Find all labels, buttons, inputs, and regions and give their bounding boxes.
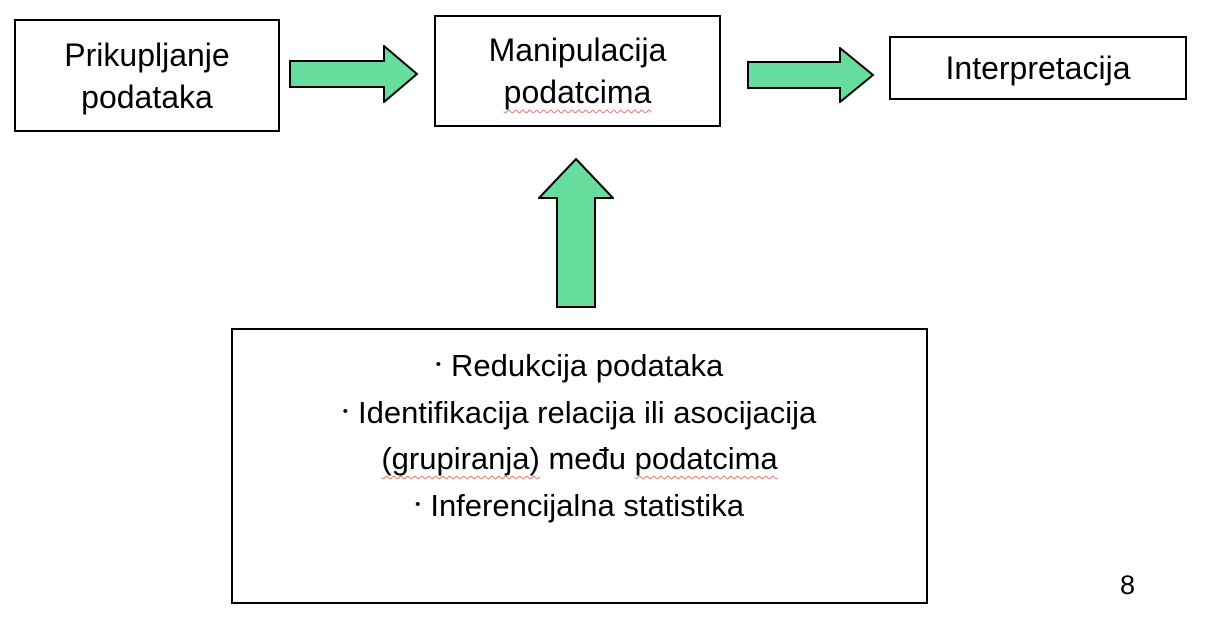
bullet-dot: •	[435, 356, 441, 373]
bullet-item: • Inferencijalna statistika	[415, 482, 744, 529]
arrow-up-icon	[538, 158, 614, 308]
flow-box-prikupljanje-podataka: Prikupljanje podataka	[14, 19, 280, 132]
box-label-line2: podataka	[81, 78, 213, 115]
arrow-right-icon	[747, 47, 875, 103]
misspelled-word: podatcima	[634, 441, 778, 476]
bullet-item-continuation: (grupiranja) među podatcima	[381, 436, 777, 482]
bullet-item: • Redukcija podataka	[436, 342, 724, 389]
page-number: 8	[1120, 570, 1136, 600]
flow-box-manipulacija-podatcima: Manipulacija podatcima	[434, 15, 721, 127]
box-label-line1: Prikupljanje	[64, 36, 230, 73]
flow-box-interpretacija: Interpretacija	[889, 36, 1187, 100]
box-label-line2-misspelled: podatcima	[503, 74, 652, 110]
box-label-line1: Manipulacija	[488, 32, 667, 68]
continuation-text: među	[539, 441, 635, 476]
bullet-dot: •	[415, 496, 421, 513]
bullet-item-text: Identifikacija relacija ili asocijacija	[357, 395, 817, 430]
bullet-item-text: Redukcija podataka	[450, 348, 724, 383]
box-label: Interpretacija	[945, 50, 1131, 86]
bullet-item-text: Inferencijalna statistika	[430, 488, 744, 523]
details-box: • Redukcija podataka • Identifikacija rela…	[231, 328, 928, 604]
arrow-right-icon	[289, 45, 419, 103]
bullet-item: • Identifikacija relacija ili asocijacija	[343, 389, 817, 436]
misspelled-word: (grupiranja)	[381, 441, 540, 476]
bullet-dot: •	[342, 403, 348, 420]
